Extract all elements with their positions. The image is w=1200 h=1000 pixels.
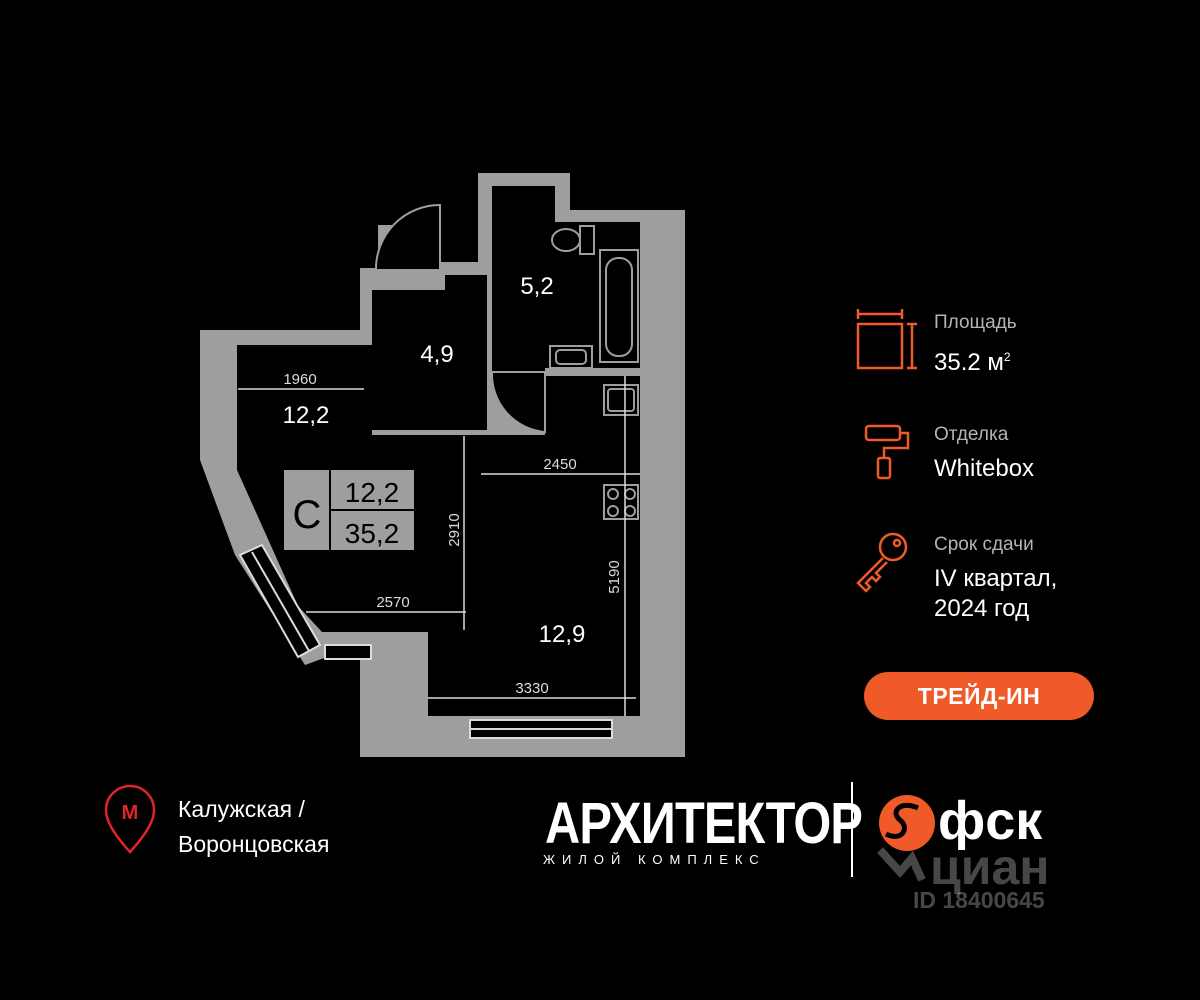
metro-icon: М [104,784,156,854]
brand-subtitle: ЖИЛОЙ КОМПЛЕКС [543,852,766,867]
toilet-fixture [551,225,595,255]
deadline-value-line2: 2024 год [934,595,1030,622]
watermark-text: циан [930,839,1050,895]
area-icon [856,309,917,370]
window-small [324,644,372,660]
area-label: Площадь [934,312,1017,333]
developer-logo: фск [938,791,1043,851]
finish-label: Отделка [934,424,1009,445]
dimension-label: 5190 [606,560,623,593]
room-hall [372,275,487,430]
area-tag-total: 35,2 [345,518,400,549]
metro-station-line1: Калужская / [178,796,305,822]
area-value: 35.2 м2 [934,349,1011,376]
trade-in-button[interactable]: ТРЕЙД-ИН [864,672,1094,720]
metro-station-line2: Воронцовская [178,831,330,857]
area-tag-letter: С [293,493,322,537]
room-area-kitchen: 12,9 [539,621,586,648]
watermark-id: ID 18400645 [913,887,1045,913]
fsk-logo-icon [879,795,935,851]
key-icon [856,532,908,593]
logo-divider [851,782,853,877]
sink-fixture [549,345,593,369]
window-left [238,543,322,659]
door-bath [490,371,546,434]
bathtub-fixture [599,249,639,363]
area-unit-superscript: 2 [1003,350,1011,364]
room-living [237,345,640,716]
dimension-label: 2910 [446,513,463,546]
finish-value: Whitebox [934,455,1035,482]
kitchen-sink-fixture [603,384,639,416]
dimension-label: 2450 [543,456,576,473]
room-area-hall: 4,9 [420,341,453,368]
dimension-label: 2570 [376,594,409,611]
room-area-bath: 5,2 [520,273,553,300]
cian-watermark-icon [877,847,926,882]
deadline-value-line1: IV квартал, [934,565,1058,592]
room-area-living: 12,2 [283,402,330,429]
dimension-label: 1960 [283,371,316,388]
area-tag-living: 12,2 [345,477,400,508]
stove-fixture [603,484,639,520]
paint-roller-icon [864,424,910,480]
dimension-label: 3330 [515,680,548,697]
deadline-label: Срок сдачи [934,534,1034,555]
window-bottom [469,719,613,739]
brand-logo: АРХИТЕКТОР [545,791,863,856]
door-entry [374,203,441,271]
svg-text:М: М [122,802,139,824]
